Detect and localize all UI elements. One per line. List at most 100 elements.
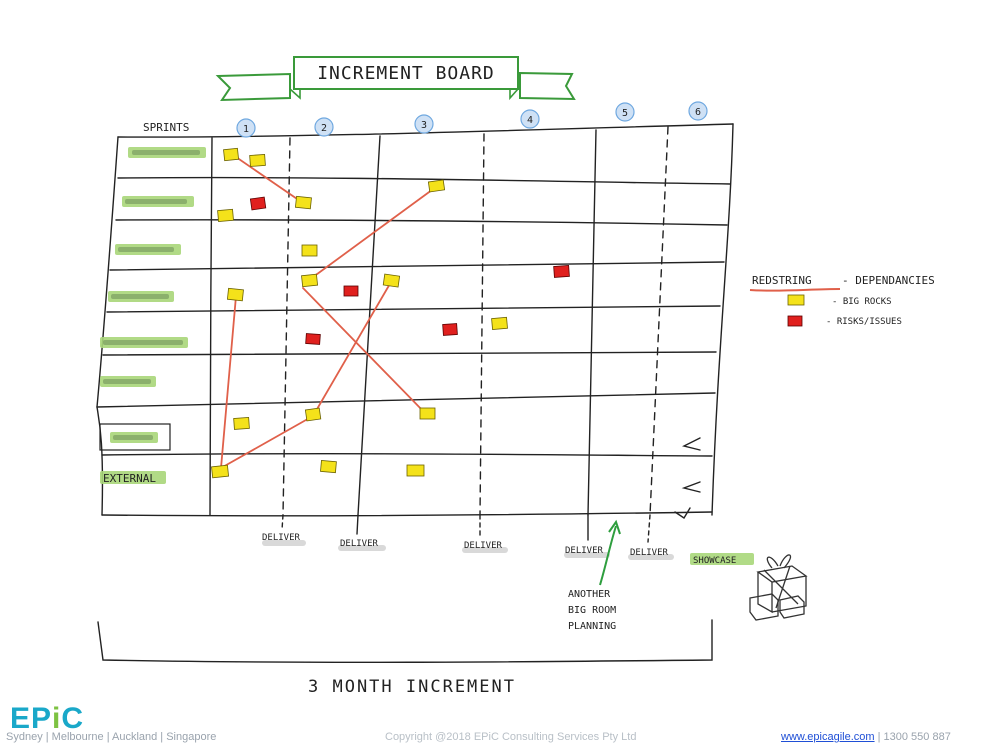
deliver-tick-2 xyxy=(356,514,359,535)
legend-redstring-label: REDSTRING xyxy=(752,274,812,287)
footer: EPiC Sydney | Melbourne | Auckland | Sin… xyxy=(0,700,1000,750)
board-left-edge xyxy=(96,136,119,408)
logo-ep: EP xyxy=(10,702,53,735)
sprint-circle-1 xyxy=(236,118,256,138)
big-rock xyxy=(233,417,250,430)
contact-info: www.epicagile.com | 1300 550 887 xyxy=(781,731,951,743)
sprint-number-2: 2 xyxy=(321,123,327,134)
logo-c: C xyxy=(61,702,85,735)
legend-big-rock-swatch xyxy=(787,294,805,306)
board-title: INCREMENT BOARD xyxy=(317,63,495,84)
sprint-circle-3 xyxy=(414,114,434,134)
redstring-2 xyxy=(308,186,437,281)
big-rock xyxy=(427,179,446,193)
legend-redstring-desc: - DEPENDANCIES xyxy=(842,274,935,287)
sprint-number-4: 4 xyxy=(527,115,533,126)
deliver-label-4: DELIVER xyxy=(565,546,604,556)
big-rock xyxy=(382,273,401,288)
big-rock xyxy=(223,147,240,162)
big-room-note-line-3: PLANNING xyxy=(568,621,616,632)
sprint-number-3: 3 xyxy=(421,120,427,131)
risk-issue xyxy=(249,196,267,211)
row-line-6 xyxy=(96,392,716,408)
big-room-arrow xyxy=(599,525,617,586)
sprint-line-4 xyxy=(587,129,597,516)
big-room-note-line-2: BIG ROOM xyxy=(568,605,616,616)
big-rock xyxy=(301,273,319,288)
team-label-box-7 xyxy=(99,423,171,451)
legend-risks-desc: - RISKS/ISSUES xyxy=(826,317,902,327)
increment-label: 3 MONTH INCREMENT xyxy=(308,677,516,697)
increment-board-diagram: INCREMENT BOARD SPRINTS 1 2 3 4 5 6 EXTE… xyxy=(96,56,935,697)
sprint-circle-4 xyxy=(520,109,540,129)
deliver-smudge-5 xyxy=(628,554,674,560)
board-bottom-edge xyxy=(101,511,713,517)
board-right-edge xyxy=(711,123,734,516)
deliver-smudge-2 xyxy=(338,545,386,551)
sprint-line-5-dashed xyxy=(649,126,669,516)
big-room-arrowhead xyxy=(608,519,621,535)
board-top-edge xyxy=(117,123,734,138)
legend-redstring-underline xyxy=(749,288,841,292)
big-rock xyxy=(211,464,230,479)
row-line-1 xyxy=(117,176,731,185)
banner-fold-left xyxy=(289,88,301,100)
redstring-6 xyxy=(220,415,314,469)
board-left-lower xyxy=(96,406,104,516)
website-link[interactable]: www.epicagile.com xyxy=(781,731,875,743)
sprint-line-3-dashed xyxy=(479,133,485,516)
copyright-text: Copyright @2018 EPiC Consulting Services… xyxy=(385,731,637,743)
team-label-external: EXTERNAL xyxy=(103,472,156,485)
team-label-scribble-4 xyxy=(111,294,169,299)
big-rock xyxy=(304,407,322,422)
sprint-circle-2 xyxy=(314,117,334,137)
team-label-scribble-1 xyxy=(132,150,200,155)
sprints-label: SPRINTS xyxy=(143,121,189,134)
sprint-line-1-dashed xyxy=(282,137,291,516)
big-room-note-line-1: ANOTHER xyxy=(568,589,611,600)
risk-issue xyxy=(305,333,321,345)
deliver-tick-1 xyxy=(281,514,284,531)
sprint-number-6: 6 xyxy=(695,107,701,118)
deliver-label-3: DELIVER xyxy=(464,541,503,551)
banner-ribbon-right xyxy=(519,71,576,101)
team-label-scribble-7 xyxy=(113,435,153,440)
edge-mark-3 xyxy=(674,507,691,519)
legend-big-rocks-desc: - BIG ROCKS xyxy=(832,297,892,307)
sprint-circle-6 xyxy=(688,101,708,121)
showcase-highlight xyxy=(690,553,754,565)
deliver-label-1: DELIVER xyxy=(262,533,301,543)
big-rock xyxy=(320,459,337,474)
banner-box xyxy=(293,56,519,90)
risk-issue xyxy=(442,323,458,336)
big-rock xyxy=(406,464,425,477)
deliver-smudge-1 xyxy=(262,540,306,546)
row-line-3 xyxy=(109,261,725,271)
edge-mark-1 xyxy=(681,437,701,451)
big-rock xyxy=(301,244,318,257)
row-line-2 xyxy=(115,219,728,226)
big-rock xyxy=(217,208,234,223)
big-rock xyxy=(491,316,508,331)
team-label-scribble-5 xyxy=(103,340,183,345)
big-rock xyxy=(419,407,436,420)
risk-issue xyxy=(343,285,359,297)
banner-fold-right xyxy=(509,88,519,101)
team-label-scribble-6 xyxy=(103,379,151,384)
showcase-label: SHOWCASE xyxy=(693,556,736,566)
row-line-5 xyxy=(102,351,717,356)
redstring-1 xyxy=(235,156,304,204)
deliver-tick-5 xyxy=(647,514,651,543)
logo-i: i xyxy=(52,702,62,735)
team-label-highlight-8 xyxy=(100,471,166,484)
deliver-smudge-4 xyxy=(564,552,610,558)
deliver-label-5: DELIVER xyxy=(630,548,669,558)
office-cities: Sydney | Melbourne | Auckland | Singapor… xyxy=(6,731,217,743)
deliver-smudge-3 xyxy=(462,547,508,553)
redstring-5 xyxy=(312,281,392,417)
big-rock xyxy=(249,154,266,167)
team-label-scribble-3 xyxy=(118,247,174,252)
row-line-7 xyxy=(101,453,713,457)
deliver-label-2: DELIVER xyxy=(340,539,379,549)
legend-risk-swatch xyxy=(787,315,803,327)
